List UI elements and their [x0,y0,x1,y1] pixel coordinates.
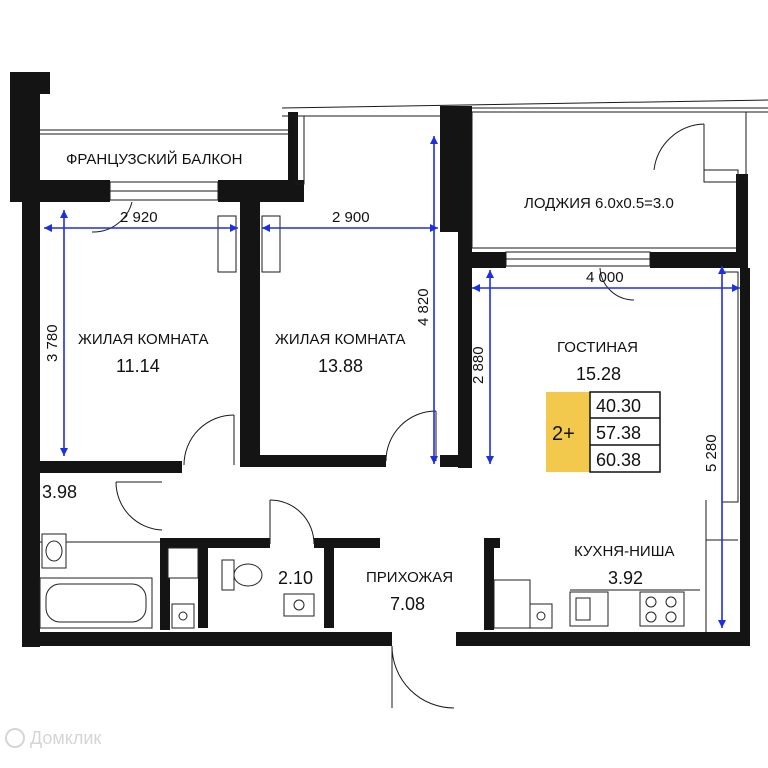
wc-area: 2.10 [278,568,313,588]
walls [10,72,750,647]
dimension-lines [44,136,740,628]
dim-b2-width: 2 900 [332,209,370,226]
watermark-text: Домклик [30,728,101,748]
living-label: ГОСТИНАЯ [557,339,638,356]
loggia-label: ЛОДЖИЯ 6.0x0.5=3.0 [524,195,674,212]
rooms-badge: 2+ [552,423,575,445]
dim-b1-height: 3 780 [44,324,61,362]
dim-living-height: 2 880 [470,346,487,384]
total-area-value: 57.38 [596,423,641,443]
area-summary: 2+ 40.30 57.38 60.38 [546,391,661,473]
bedroom1-label: ЖИЛАЯ КОМНАТА [78,331,209,348]
hall-area: 7.08 [390,594,425,614]
thin-lines [40,99,768,709]
living-area: 15.28 [576,364,621,384]
living-area-value: 40.30 [596,396,641,416]
total-with-loggia-value: 60.38 [596,450,641,470]
toilet-icon [221,559,263,591]
kitchen-area: 3.92 [608,568,643,588]
rooms-badge-bg [546,392,590,472]
fixtures [39,533,685,629]
dim-total-height: 5 280 [703,434,720,472]
kitchen-label: КУХНЯ-НИША [574,543,674,560]
bedroom1-area: 11.14 [116,356,160,376]
dim-b2-height: 4 820 [415,288,432,326]
bathroom-area: 3.98 [42,482,77,502]
french-balcony-label: ФРАНЦУЗСКИЙ БАЛКОН [66,150,243,168]
bedroom2-label: ЖИЛАЯ КОМНАТА [275,331,406,348]
stove-icon [639,591,685,627]
bedroom2-area: 13.88 [318,356,363,376]
domclick-logo-icon [5,728,25,748]
dim-b1-width: 2 920 [120,209,158,226]
dim-living-width: 4 000 [586,269,624,286]
watermark: Домклик [5,728,101,748]
hall-label: ПРИХОЖАЯ [366,569,453,586]
